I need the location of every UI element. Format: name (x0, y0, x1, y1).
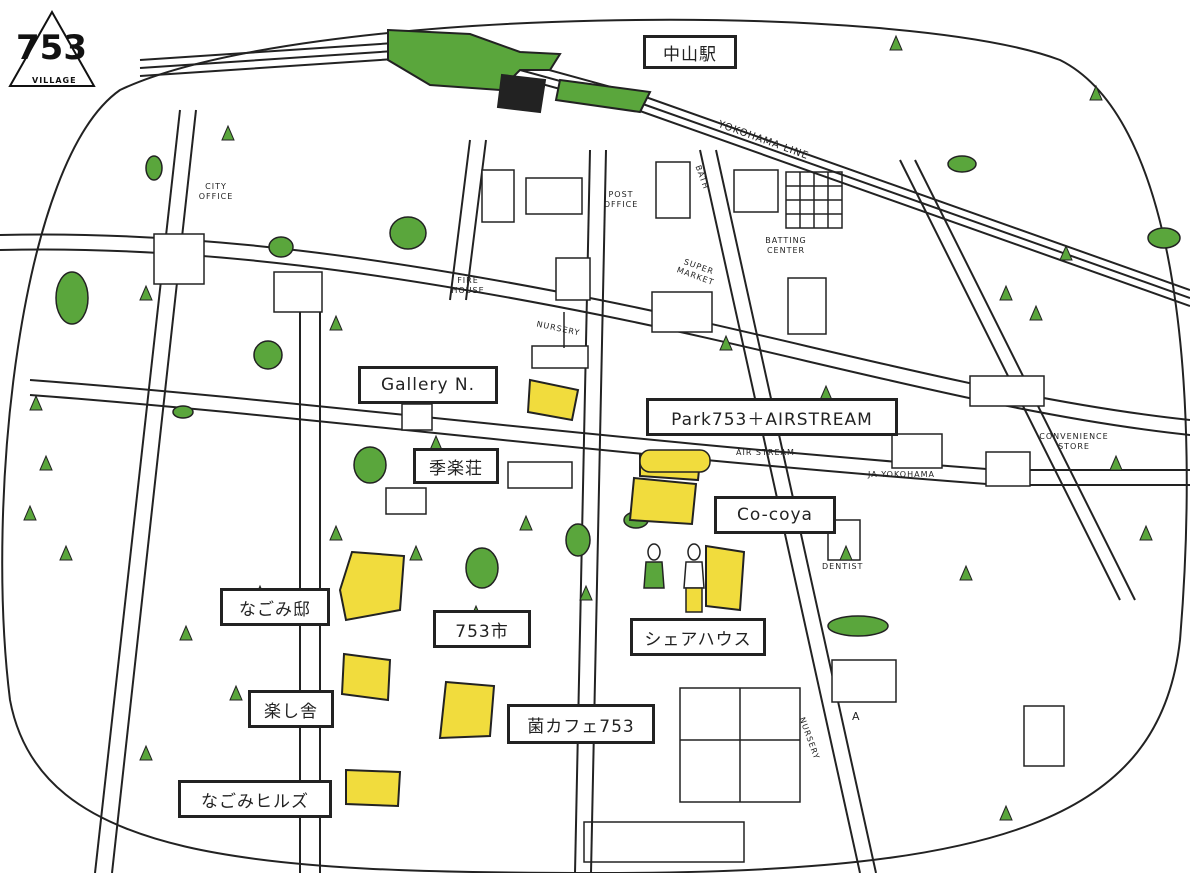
post-office-caption: POST OFFICE (603, 190, 639, 209)
station-label[interactable]: 中山駅 (643, 35, 737, 69)
village-buildings (338, 378, 746, 808)
ichi753-label[interactable]: 753市 (433, 610, 531, 648)
batting-center (785, 171, 843, 229)
park753-label[interactable]: Park753＋AIRSTREAM (646, 398, 898, 436)
airstream-caption: AIR STREAM (736, 448, 795, 457)
cocoya-label[interactable]: Co-coya (714, 496, 836, 534)
nagomitei-label[interactable]: なごみ邸 (220, 588, 330, 626)
green-areas (55, 155, 1181, 637)
convenience-store-caption: CONVENIENCE STORE (1039, 432, 1109, 451)
sharehouse-label[interactable]: シェアハウス (630, 618, 766, 656)
letter-a-caption: A (852, 710, 861, 723)
fields (583, 687, 801, 863)
dentist-caption: DENTIST (822, 562, 864, 571)
roads (0, 109, 1190, 873)
logo-mountain-icon (8, 9, 96, 87)
logo-number: 753 (16, 28, 87, 68)
map-boundary (1, 18, 1188, 873)
village-logo: 753 VILLAGE (6, 8, 98, 90)
city-office-caption: CITY OFFICE (198, 182, 234, 201)
houses (153, 161, 1065, 767)
kincafe-label[interactable]: 菌カフェ753 (507, 704, 655, 744)
people (643, 543, 705, 613)
ja-yokohama-caption: JA YOKOHAMA (868, 470, 935, 479)
tanoshisha-label[interactable]: 楽し舎 (248, 690, 334, 728)
nagomihills-label[interactable]: なごみヒルズ (178, 780, 332, 818)
fire-house-caption: FIRE HOUSE (451, 276, 485, 295)
logo-subtitle: VILLAGE (32, 76, 77, 85)
trees (23, 34, 1153, 821)
gallery-label[interactable]: Gallery N. (358, 366, 498, 404)
batting-center-caption: BATTING CENTER (765, 236, 807, 255)
station-building (387, 28, 652, 114)
airstream-trailer (639, 449, 711, 473)
shirakuso-label[interactable]: 季楽荘 (413, 448, 499, 484)
